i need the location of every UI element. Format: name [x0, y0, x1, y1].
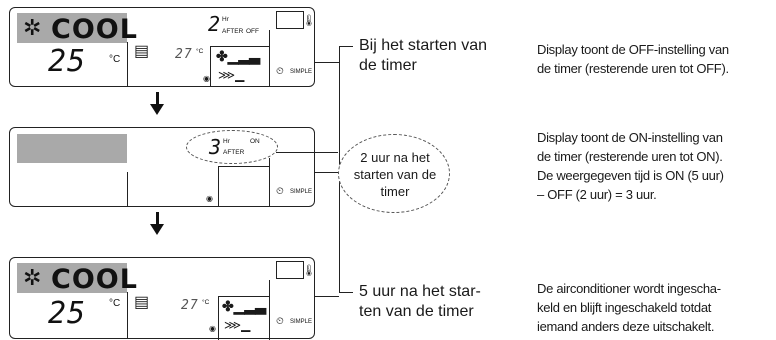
blank-mode-area — [17, 134, 127, 163]
power-dot-icon: ◉ — [206, 194, 213, 203]
callout-2-hours: 2 uur na het starten van de timer — [338, 134, 450, 213]
display-panel-3: ✲ COOL 25 °C ▤ 27 °C 🌡 ✤▁▂▃ ⋙▁ ◉ ⏲ SIMPL… — [9, 257, 316, 340]
desc-line: iemand anders deze uitschakelt. — [537, 319, 715, 334]
divider — [218, 296, 270, 298]
divider — [210, 46, 270, 48]
note-start-timer: Bij het starten van de timer — [359, 36, 487, 76]
power-dot-icon: ◉ — [203, 74, 210, 83]
divider — [269, 280, 271, 340]
description-2: Display toont de ON-instelling van de ti… — [537, 128, 724, 204]
callout-line: timer — [380, 184, 410, 199]
set-temperature: 25 — [48, 44, 87, 79]
mode-indicator: ✲ COOL — [17, 263, 137, 295]
thermometer-icon: 🌡 — [302, 15, 316, 27]
clock-icon: ⏲ — [276, 66, 284, 77]
flow-arrow-1-shaft — [156, 92, 159, 105]
set-temperature-unit: °C — [109, 298, 121, 309]
mode-text: COOL — [51, 14, 138, 45]
divider — [127, 42, 129, 86]
note-5-hours: 5 uur na het star- ten van de timer — [359, 282, 481, 322]
timer-digit: 2 — [208, 12, 222, 36]
connector-panel2b — [315, 172, 339, 174]
desc-line: keld en blijft ingeschakeld totdat — [537, 300, 712, 315]
connector-panel2 — [276, 152, 338, 154]
set-temperature-unit: °C — [109, 54, 121, 65]
desc-line: De airconditioner wordt ingescha- — [537, 281, 721, 296]
louver-icon: ▤ — [134, 294, 150, 311]
room-temperature-unit: °C — [202, 299, 210, 306]
display-panel-2: 3 Hr ON AFTER ◉ ⏲ SIMPLE — [9, 127, 315, 207]
room-temperature: 27 — [175, 47, 193, 62]
desc-line: – OFF (2 uur) = 3 uur. — [537, 187, 657, 202]
cool-mode-icon: ✲ — [23, 265, 42, 290]
set-temperature: 25 — [48, 296, 87, 331]
divider — [127, 172, 129, 206]
cool-mode-icon: ✲ — [23, 15, 42, 40]
timer-after-label: AFTER — [222, 28, 244, 35]
divider — [269, 30, 271, 86]
divider — [269, 158, 271, 206]
timer-off-label: OFF — [246, 28, 259, 35]
desc-line: de timer (resterende uren tot ON). — [537, 149, 723, 164]
mode-text: COOL — [51, 264, 138, 295]
divider — [210, 46, 212, 86]
divider — [218, 166, 220, 206]
room-temperature-unit: °C — [196, 48, 204, 55]
connector-panel3 — [315, 296, 339, 298]
display-panel-1: ✲ COOL 25 °C ▤ 27 °C 2 Hr AFTER OFF 🌡 ✤▁… — [9, 7, 316, 87]
desc-line: de timer (resterende uren tot OFF). — [537, 61, 729, 76]
swing-icon: ⋙▁ — [218, 68, 245, 82]
note-line: 5 uur na het star- — [359, 283, 481, 300]
callout-line: starten van de — [353, 167, 437, 182]
note-line: de timer — [359, 57, 417, 74]
flow-arrow-2-head — [150, 224, 164, 235]
filter-icon — [276, 261, 304, 279]
thermometer-icon: 🌡 — [302, 265, 316, 277]
callout-text: 2 uur na het starten van de timer — [339, 149, 451, 200]
flow-arrow-2-shaft — [156, 212, 159, 225]
timer-highlight-ellipse — [186, 130, 278, 164]
divider — [127, 292, 129, 338]
fan-icon: ✤▁▂▃ — [216, 48, 261, 64]
filter-icon — [276, 11, 304, 29]
desc-line: Display toont de OFF-instelling van — [537, 42, 729, 57]
clock-icon: ⏲ — [276, 316, 284, 327]
connector-1 — [339, 46, 353, 48]
room-temperature: 27 — [181, 298, 199, 313]
simple-label: SIMPLE — [290, 319, 313, 325]
desc-line: De weergegeven tijd is ON (5 uur) — [537, 168, 724, 183]
simple-label: SIMPLE — [290, 189, 313, 195]
mode-indicator: ✲ COOL — [17, 13, 137, 45]
louver-icon: ▤ — [134, 43, 150, 60]
note-line: ten van de timer — [359, 303, 474, 320]
description-1: Display toont de OFF-instelling van de t… — [537, 40, 729, 78]
clock-icon: ⏲ — [276, 186, 284, 197]
power-dot-icon: ◉ — [209, 324, 216, 333]
desc-line: Display toont de ON-instelling van — [537, 130, 723, 145]
timer-hr-label: Hr — [222, 16, 229, 23]
description-3: De airconditioner wordt ingescha- keld e… — [537, 279, 721, 336]
flow-arrow-1-head — [150, 104, 164, 115]
divider — [218, 166, 270, 168]
note-line: Bij het starten van — [359, 37, 488, 54]
swing-icon: ⋙▁ — [224, 318, 251, 332]
fan-icon: ✤▁▂▃ — [222, 298, 267, 314]
connector-3 — [339, 292, 353, 294]
callout-line: 2 uur na het — [360, 150, 430, 165]
divider — [218, 296, 220, 340]
simple-label: SIMPLE — [290, 69, 313, 75]
connector-panel1 — [315, 62, 339, 64]
